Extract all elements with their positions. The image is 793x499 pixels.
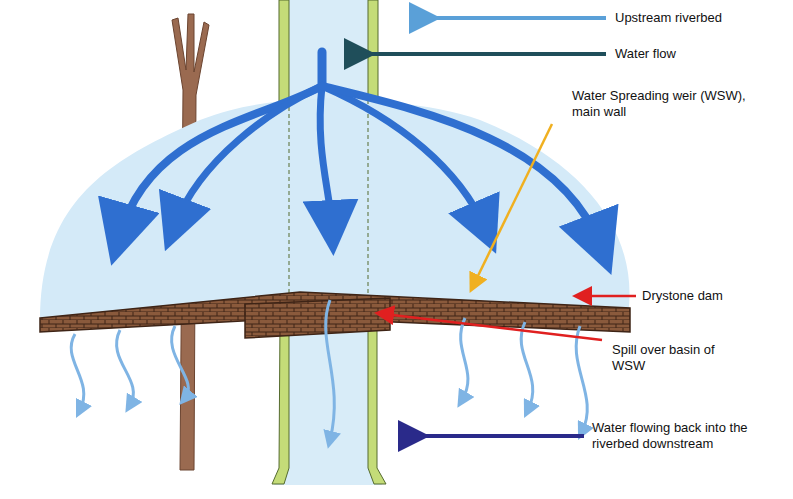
basin-label: Spill over basin of WSW (612, 342, 724, 374)
flow-label: Water flow (615, 46, 785, 62)
weir-label: Water Spreading weir (WSW), main wall (572, 88, 752, 120)
downstream-label: Water flowing back into the riverbed dow… (592, 420, 762, 452)
dam-label: Drystone dam (642, 288, 782, 304)
riverbed-label: Upstream riverbed (615, 10, 785, 26)
